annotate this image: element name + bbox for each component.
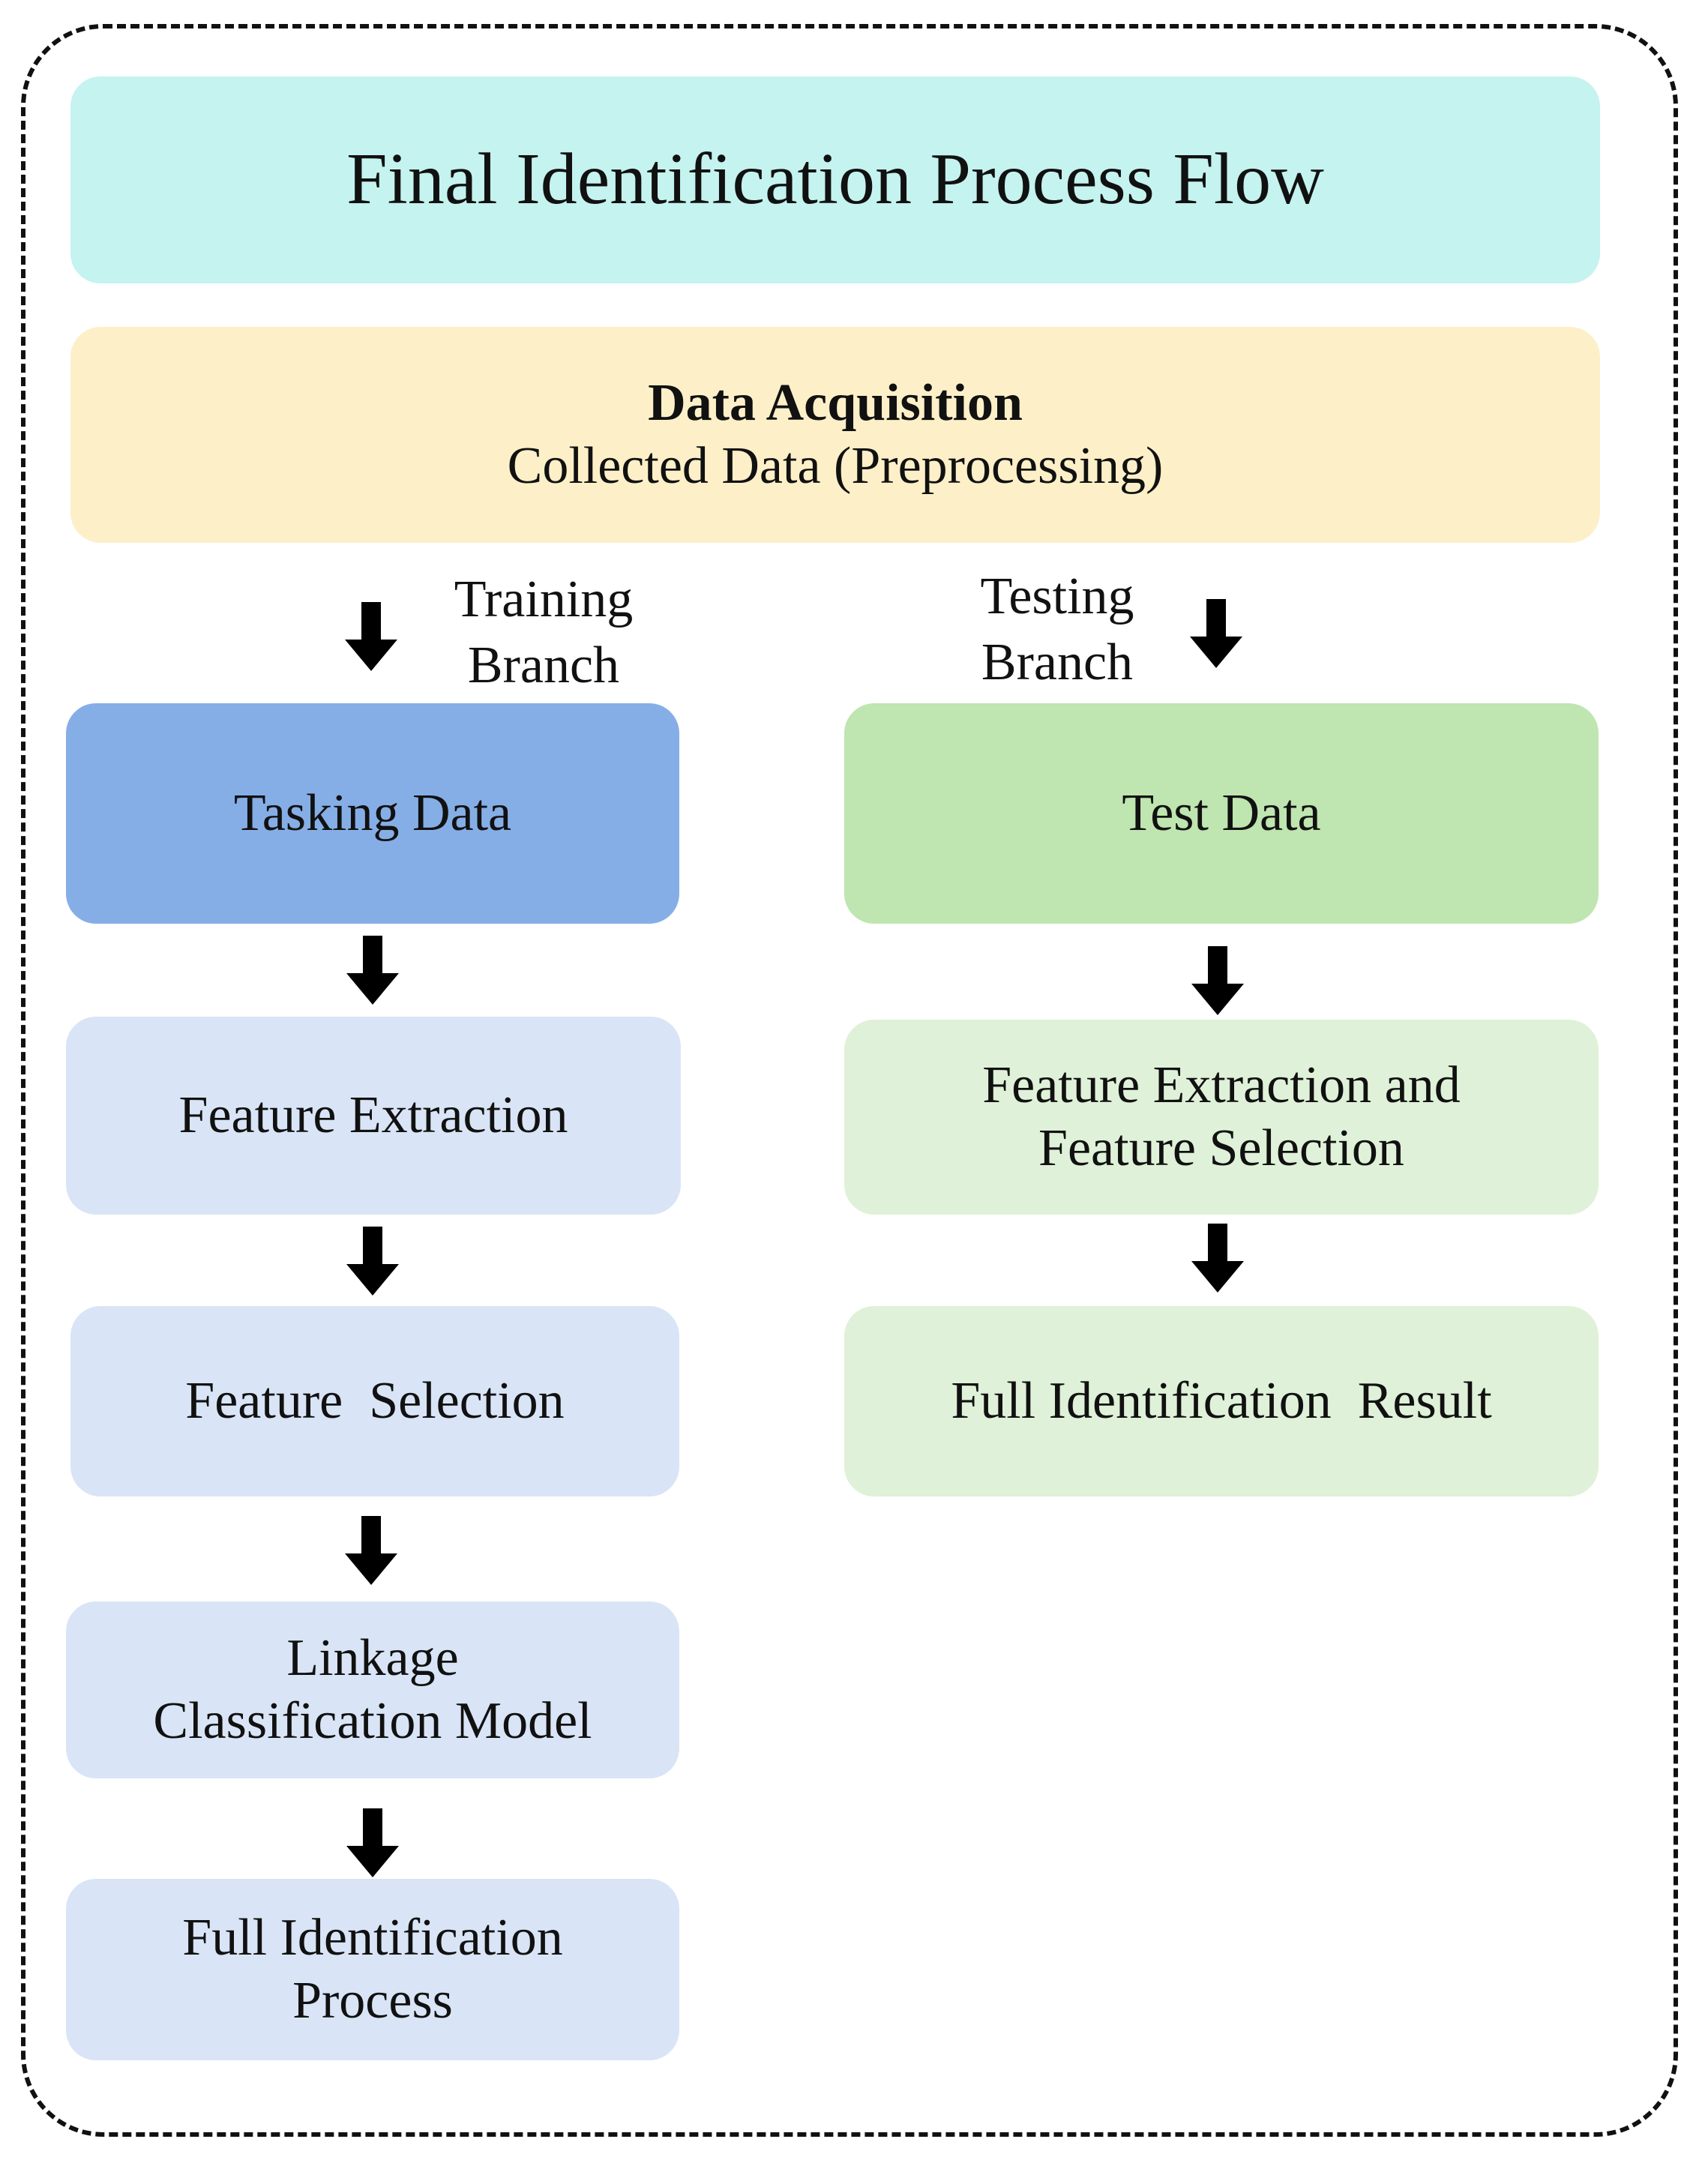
classification-model-label: Classification Model <box>153 1692 592 1750</box>
arrow-down-icon <box>346 1227 399 1296</box>
linkage-label: Linkage <box>286 1629 459 1687</box>
feature-extraction-and-label: Feature Extraction and <box>982 1056 1461 1114</box>
test-data-box: Test Data <box>844 703 1599 924</box>
training-branch-label-line2: Branch <box>467 636 620 694</box>
arrow-down-icon <box>1190 599 1242 668</box>
feature-selection-label: Feature Selection <box>1038 1119 1404 1177</box>
feature-selection-label: Feature Selection <box>185 1372 565 1430</box>
full-identification-process-box: Full Identification Process <box>66 1879 679 2060</box>
feature-selection-box: Feature Selection <box>70 1306 679 1496</box>
arrow-down-icon <box>346 1808 399 1877</box>
testing-branch-label-line1: Testing <box>980 568 1134 625</box>
dashed-outer-frame <box>21 24 1678 2137</box>
feature-extraction-and-selection-box: Feature Extraction and Feature Selection <box>844 1020 1599 1215</box>
full-identification-result-label: Full Identification Result <box>951 1372 1492 1430</box>
linkage-classification-model-box: Linkage Classification Model <box>66 1601 679 1778</box>
full-identification-result-box: Full Identification Result <box>844 1306 1599 1496</box>
arrow-down-icon <box>346 936 399 1005</box>
test-data-label: Test Data <box>1122 784 1321 842</box>
feature-extraction-label: Feature Extraction <box>178 1086 568 1144</box>
title-box: Final Identification Process Flow <box>70 76 1600 283</box>
feature-extraction-box: Feature Extraction <box>66 1017 681 1215</box>
arrow-down-icon <box>345 1516 397 1585</box>
full-identification-label: Full Identification <box>182 1909 563 1967</box>
acquisition-heading: Data Acquisition <box>648 374 1023 432</box>
acquisition-subheading: Collected Data (Preprocessing) <box>507 437 1164 495</box>
arrow-down-icon <box>1191 1224 1244 1293</box>
tasking-data-label: Tasking Data <box>233 784 512 842</box>
tasking-data-box: Tasking Data <box>66 703 679 924</box>
arrow-down-icon <box>1191 946 1244 1015</box>
testing-branch-label-line2: Branch <box>981 633 1134 691</box>
data-acquisition-box: Data Acquisition Collected Data (Preproc… <box>70 327 1600 543</box>
arrow-down-icon <box>345 602 397 671</box>
training-branch-label: Training Branch <box>431 567 656 698</box>
testing-branch-label: Testing Branch <box>945 564 1170 695</box>
training-branch-label-line1: Training <box>454 571 634 628</box>
process-label: Process <box>292 1972 453 2030</box>
diagram-title: Final Identification Process Flow <box>346 139 1324 220</box>
